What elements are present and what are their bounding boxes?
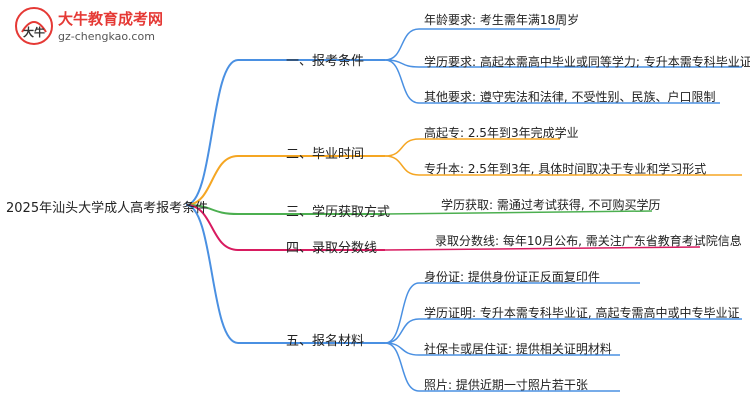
edge-root-to-branch-2 <box>185 155 239 206</box>
edge-branch-2-leaf-2 <box>384 155 420 176</box>
leaf-5-1: 身份证: 提供身份证正反面复印件 <box>424 270 600 284</box>
edge-branch-4-leaf-1 <box>384 246 701 251</box>
leaf-2-1: 高起专: 2.5年到3年完成学业 <box>424 126 579 140</box>
leaf-3-1: 学历获取: 需通过考试获得, 不可购买学历 <box>441 198 661 212</box>
leaf-1-1: 年龄要求: 考生需年满18周岁 <box>424 13 580 27</box>
leaf-5-4: 照片: 提供近期一寸照片若干张 <box>424 378 588 392</box>
logo-url: gz-chengkao.com <box>58 30 155 43</box>
branch-1-label: 一、报考条件 <box>286 54 365 69</box>
leaf-4-1: 录取分数线: 每年10月公布, 需关注广东省教育考试院信息 <box>435 234 742 248</box>
branch-2-label: 二、毕业时间 <box>286 147 365 162</box>
mindmap-root: 2025年汕头大学成人高考报考条件 <box>6 201 209 216</box>
edge-root-to-branch-5 <box>185 204 239 344</box>
leaf-2-2: 专升本: 2.5年到3年, 具体时间取决于专业和学习形式 <box>424 162 707 176</box>
edge-branch-1-leaf-3 <box>384 59 420 104</box>
leaf-5-3: 社保卡或居住证: 提供相关证明材料 <box>424 342 612 356</box>
edge-root-to-branch-1 <box>185 59 239 206</box>
edge-branch-5-leaf-1 <box>384 282 420 344</box>
edge-branch-3-leaf-1 <box>384 210 653 215</box>
edge-branch-5-leaf-2 <box>384 318 420 344</box>
logo-title: 大牛教育成考网 <box>58 10 164 28</box>
edge-branch-2-leaf-1 <box>384 138 420 157</box>
edge-branch-1-leaf-1 <box>384 28 420 61</box>
leaf-5-2: 学历证明: 专升本需专科毕业证, 高起专需高中或中专毕业证 <box>424 306 740 320</box>
site-logo: 大牛 大牛教育成考网 gz-chengkao.com <box>14 4 214 54</box>
logo-mark-icon: 大牛 <box>15 7 53 45</box>
branch-4-label: 四、录取分数线 <box>286 241 378 256</box>
logo-mark-text: 大牛 <box>23 25 45 39</box>
edge-root-to-branch-4 <box>185 204 239 251</box>
leaf-1-3: 其他要求: 遵守宪法和法律, 不受性别、民族、户口限制 <box>424 90 716 104</box>
branch-3-label: 三、学历获取方式 <box>286 205 391 220</box>
edge-branch-5-leaf-4 <box>384 342 420 392</box>
branch-5-label: 五、报名材料 <box>286 334 365 349</box>
leaf-1-2: 学历要求: 高起本需高中毕业或同等学力; 专升本需专科毕业证书 <box>424 55 750 69</box>
